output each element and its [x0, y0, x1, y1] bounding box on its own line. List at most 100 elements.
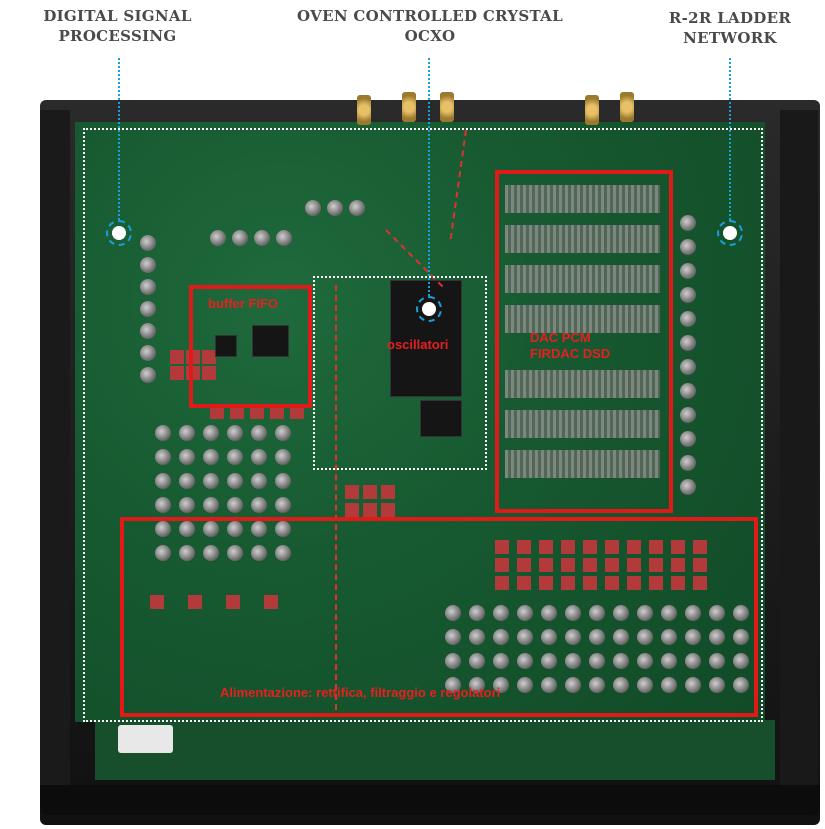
callout-digital-signal-processing: DIGITAL SIGNAL PROCESSING: [30, 6, 205, 46]
capacitor: [155, 425, 171, 441]
capacitor: [680, 287, 696, 303]
capacitor: [349, 200, 365, 216]
film-capacitor: [605, 576, 619, 590]
ocxo-marker-icon: [416, 296, 442, 322]
capacitor: [680, 263, 696, 279]
film-capacitor: [671, 576, 685, 590]
capacitor: [179, 425, 195, 441]
capacitor: [469, 629, 485, 645]
film-capacitor: [495, 558, 509, 572]
capacitor: [327, 200, 343, 216]
capacitor: [613, 653, 629, 669]
capacitor: [140, 323, 156, 339]
capacitor: [661, 653, 677, 669]
callout-line: DIGITAL SIGNAL: [43, 7, 192, 25]
capacitor: [251, 545, 267, 561]
capacitor: [565, 629, 581, 645]
capacitor: [709, 605, 725, 621]
capacitor: [155, 521, 171, 537]
capacitor: [227, 449, 243, 465]
callout-line: NETWORK: [683, 29, 777, 47]
capacitor: [661, 605, 677, 621]
capacitor: [541, 677, 557, 693]
film-capacitor: [170, 350, 184, 364]
film-capacitor: [170, 366, 184, 380]
film-capacitor: [539, 576, 553, 590]
capacitor: [140, 279, 156, 295]
capacitor: [179, 497, 195, 513]
capacitor: [155, 545, 171, 561]
capacitor: [733, 677, 749, 693]
capacitor: [275, 449, 291, 465]
rca-connector: [402, 92, 416, 122]
rca-connector: [585, 95, 599, 125]
film-capacitor: [202, 350, 216, 364]
fifo-buffer-highlight: [189, 285, 312, 408]
capacitor: [251, 521, 267, 537]
capacitor: [680, 479, 696, 495]
film-capacitor: [345, 503, 359, 517]
capacitor: [565, 653, 581, 669]
callout-line: OCXO: [404, 27, 456, 45]
film-capacitor: [671, 558, 685, 572]
capacitor: [637, 677, 653, 693]
film-capacitor: [605, 558, 619, 572]
capacitor: [210, 230, 226, 246]
film-capacitor: [649, 558, 663, 572]
callout-leader-line: [729, 58, 731, 220]
film-capacitor: [539, 558, 553, 572]
capacitor: [140, 235, 156, 251]
callout-line: R-2R LADDER: [668, 9, 792, 27]
capacitor: [140, 301, 156, 317]
capacitor: [203, 425, 219, 441]
chassis-rail-right: [780, 110, 818, 800]
capacitor: [179, 473, 195, 489]
resistor-ladder-row: [505, 265, 660, 293]
film-capacitor: [517, 540, 531, 554]
capacitor: [140, 257, 156, 273]
chassis-front-panel: [40, 785, 820, 815]
rca-connector: [440, 92, 454, 122]
capacitor: [493, 677, 509, 693]
capacitor: [685, 677, 701, 693]
capacitor: [493, 653, 509, 669]
capacitor: [589, 677, 605, 693]
capacitor: [680, 215, 696, 231]
capacitor: [589, 653, 605, 669]
firdac-dsd-label: FIRDAC DSD: [530, 346, 611, 361]
capacitor: [637, 605, 653, 621]
capacitor: [469, 605, 485, 621]
film-capacitor: [345, 485, 359, 499]
capacitor: [251, 473, 267, 489]
film-capacitor: [693, 576, 707, 590]
film-capacitor: [188, 595, 202, 609]
capacitor: [680, 383, 696, 399]
film-capacitor: [649, 540, 663, 554]
capacitor: [637, 653, 653, 669]
chip: [215, 335, 237, 357]
capacitor: [680, 311, 696, 327]
film-capacitor: [495, 540, 509, 554]
resistor-ladder-row: [505, 450, 660, 478]
chassis-rail-left: [40, 110, 70, 810]
film-capacitor: [270, 405, 284, 419]
capacitor: [251, 425, 267, 441]
capacitor: [613, 605, 629, 621]
film-capacitor: [381, 503, 395, 517]
capacitor: [517, 677, 533, 693]
rca-connector: [620, 92, 634, 122]
capacitor: [251, 449, 267, 465]
capacitor: [445, 653, 461, 669]
capacitor: [227, 425, 243, 441]
film-capacitor: [649, 576, 663, 590]
capacitor: [203, 449, 219, 465]
film-capacitor: [693, 540, 707, 554]
capacitor: [140, 367, 156, 383]
capacitor: [275, 473, 291, 489]
capacitor: [685, 605, 701, 621]
power-supply-label: Alimentazione: rettifica, filtraggio e r…: [220, 685, 501, 700]
capacitor: [680, 455, 696, 471]
capacitor: [517, 605, 533, 621]
resistor-ladder-row: [505, 305, 660, 333]
capacitor: [733, 605, 749, 621]
